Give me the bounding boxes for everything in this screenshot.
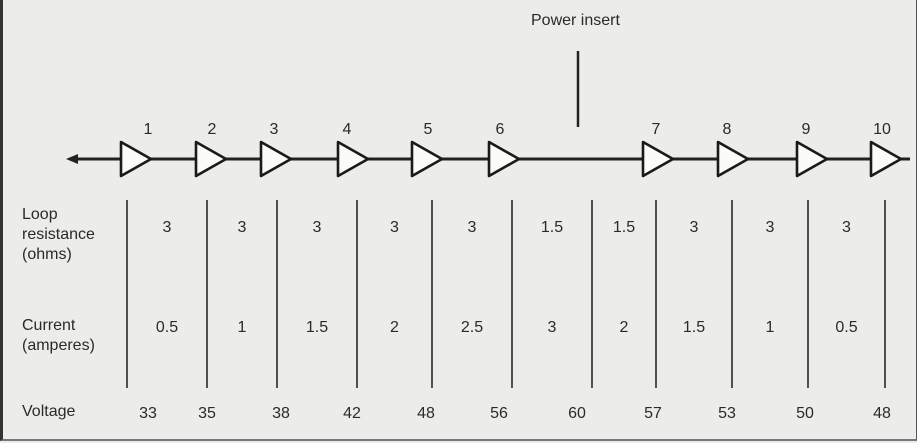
amplifier-4-number: 4 — [342, 121, 352, 138]
voltage-row-label: Voltage — [22, 403, 76, 420]
loop-resistance-value-8: 3 — [689, 219, 699, 236]
loop-resistance-value-6: 1.5 — [540, 219, 564, 236]
voltage-value-7: 60 — [568, 405, 586, 422]
amplifier-8-triangle — [716, 140, 750, 178]
voltage-value-10: 50 — [796, 405, 814, 422]
loop-resistance-value-2: 3 — [237, 219, 247, 236]
loop-resistance-value-5: 3 — [467, 219, 477, 236]
loop-resistance-value-1: 3 — [162, 219, 172, 236]
amplifier-6-number: 6 — [495, 121, 505, 138]
amplifier-6-triangle — [487, 140, 521, 178]
current-value-4: 2 — [390, 319, 399, 336]
amplifier-10-number: 10 — [873, 121, 891, 138]
voltage-value-2: 35 — [198, 405, 216, 422]
loop-resistance-value-7: 1.5 — [612, 219, 636, 236]
amplifier-9-triangle — [795, 140, 829, 178]
current-value-2: 1 — [237, 319, 247, 336]
voltage-value-9: 53 — [718, 405, 736, 422]
current-value-9: 1 — [765, 319, 775, 336]
loop-resistance-value-4: 3 — [390, 219, 399, 236]
amplifier-10-triangle — [869, 140, 903, 178]
amplifier-3-number: 3 — [269, 121, 279, 138]
voltage-value-1: 33 — [139, 405, 157, 422]
power-insert-label: Power insert — [531, 12, 620, 29]
current-row-label: Current (amperes) — [22, 317, 95, 354]
amplifier-4-triangle — [336, 140, 370, 178]
voltage-value-4: 42 — [343, 405, 361, 422]
amplifier-2-number: 2 — [207, 121, 217, 138]
current-value-3: 1.5 — [305, 319, 329, 336]
current-value-10: 0.5 — [835, 319, 858, 336]
voltage-value-11: 48 — [873, 405, 891, 422]
current-value-6: 3 — [547, 319, 557, 336]
current-value-7: 2 — [619, 319, 629, 336]
amplifier-8-number: 8 — [722, 121, 732, 138]
amplifier-5-number: 5 — [423, 121, 433, 138]
current-value-1: 0.5 — [155, 319, 179, 336]
line-start-arrow — [66, 154, 78, 164]
loop-resistance-value-9: 3 — [765, 219, 775, 236]
voltage-value-6: 56 — [490, 405, 508, 422]
current-value-8: 1.5 — [682, 319, 706, 336]
amplifier-1-triangle — [119, 140, 153, 178]
amplifier-7-number: 7 — [651, 121, 661, 138]
loop-resistance-value-3: 3 — [312, 219, 322, 236]
voltage-value-5: 48 — [417, 405, 435, 422]
amplifier-5-triangle — [410, 140, 444, 178]
amplifier-9-number: 9 — [801, 121, 811, 138]
amplifier-7-triangle — [641, 140, 675, 178]
voltage-value-3: 38 — [272, 405, 290, 422]
loop-resistance-value-10: 3 — [842, 219, 851, 236]
amplifier-2-triangle — [194, 140, 228, 178]
voltage-value-8: 57 — [644, 405, 662, 422]
loop-resistance-row-label: Loop resistance (ohms) — [22, 206, 95, 263]
current-value-5: 2.5 — [460, 319, 484, 336]
amplifier-1-number: 1 — [143, 121, 153, 138]
amplifier-3-triangle — [259, 140, 293, 178]
